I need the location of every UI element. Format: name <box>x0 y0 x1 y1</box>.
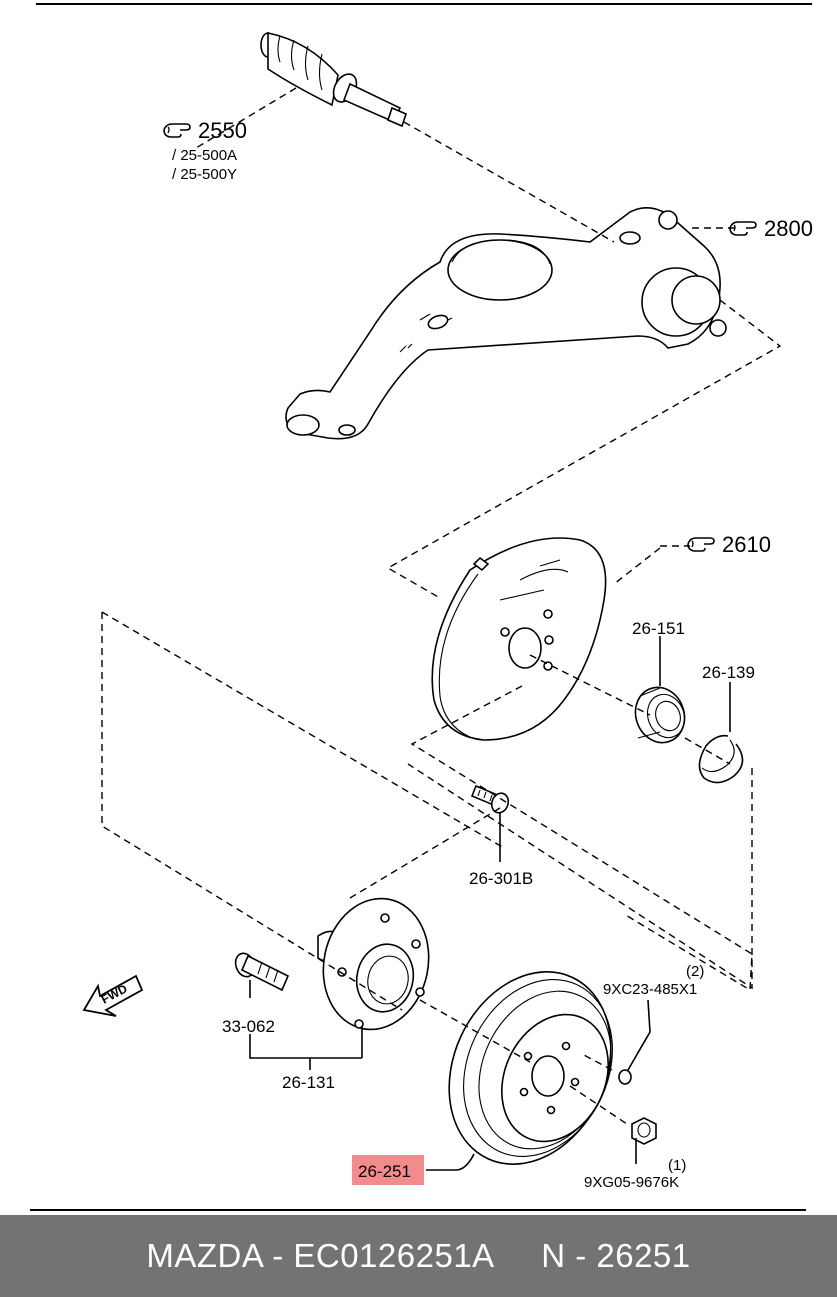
ref-25-500a-label: / 25-500A <box>172 147 237 164</box>
part-9xg05-label: 9XG05-9676K <box>584 1174 679 1191</box>
ref-2800-label: 2800 <box>764 216 813 241</box>
part-26-301b-label: 26-301B <box>469 869 533 888</box>
leader-lines <box>249 636 731 1171</box>
footer-part-info: MAZDA - EC0126251A N - 26251 <box>146 1237 691 1274</box>
callout-2550: 2550 / 25-500A / 25-500Y <box>163 118 247 183</box>
snap-ring <box>698 734 744 784</box>
hand-pointer-icon <box>163 123 191 138</box>
callout-2610: 2610 <box>687 532 771 557</box>
fwd-arrow-icon: FWD <box>82 974 144 1017</box>
hand-pointer-icon <box>687 537 715 552</box>
brake-backing-plate <box>431 537 607 741</box>
ref-2550-label: 2550 <box>198 118 247 143</box>
trailing-arm <box>285 207 727 440</box>
brake-drum <box>448 971 613 1165</box>
part-33-062-label: 33-062 <box>222 1017 275 1036</box>
part-26-131-label: 26-131 <box>282 1073 335 1092</box>
drum-screw <box>618 1069 632 1085</box>
drive-shaft <box>260 32 407 128</box>
wheel-stud <box>234 952 290 992</box>
assembly-guide-lines <box>101 87 782 1127</box>
part-26-251-label: 26-251 <box>358 1162 411 1181</box>
ref-25-500y-label: / 25-500Y <box>172 166 237 183</box>
highlight-box <box>352 1155 424 1185</box>
callout-2800: 2800 <box>729 216 813 241</box>
hub-nut <box>631 1117 657 1145</box>
wheel-hub <box>317 897 430 1031</box>
wheel-bearing <box>634 686 686 744</box>
brand-name: MAZDA <box>146 1237 263 1274</box>
short-number: N - 26251 <box>541 1237 691 1274</box>
part-26-139-label: 26-139 <box>702 663 755 682</box>
part-9xc23-label: 9XC23-485X1 <box>603 981 697 998</box>
part-9xc23-qty: (2) <box>686 963 704 980</box>
part-26-151-label: 26-151 <box>632 619 685 638</box>
part-number: EC0126251A <box>293 1237 493 1274</box>
ref-2610-label: 2610 <box>722 532 771 557</box>
mounting-bolt <box>470 784 510 814</box>
exploded-parts-diagram: 2550 / 25-500A / 25-500Y 2800 2610 26-15… <box>30 3 813 1211</box>
footer-bar: MAZDA - EC0126251A N - 26251 <box>0 1215 837 1297</box>
part-9xg05-qty: (1) <box>668 1157 686 1174</box>
highlighted-part-26-251[interactable]: 26-251 <box>352 1155 424 1185</box>
